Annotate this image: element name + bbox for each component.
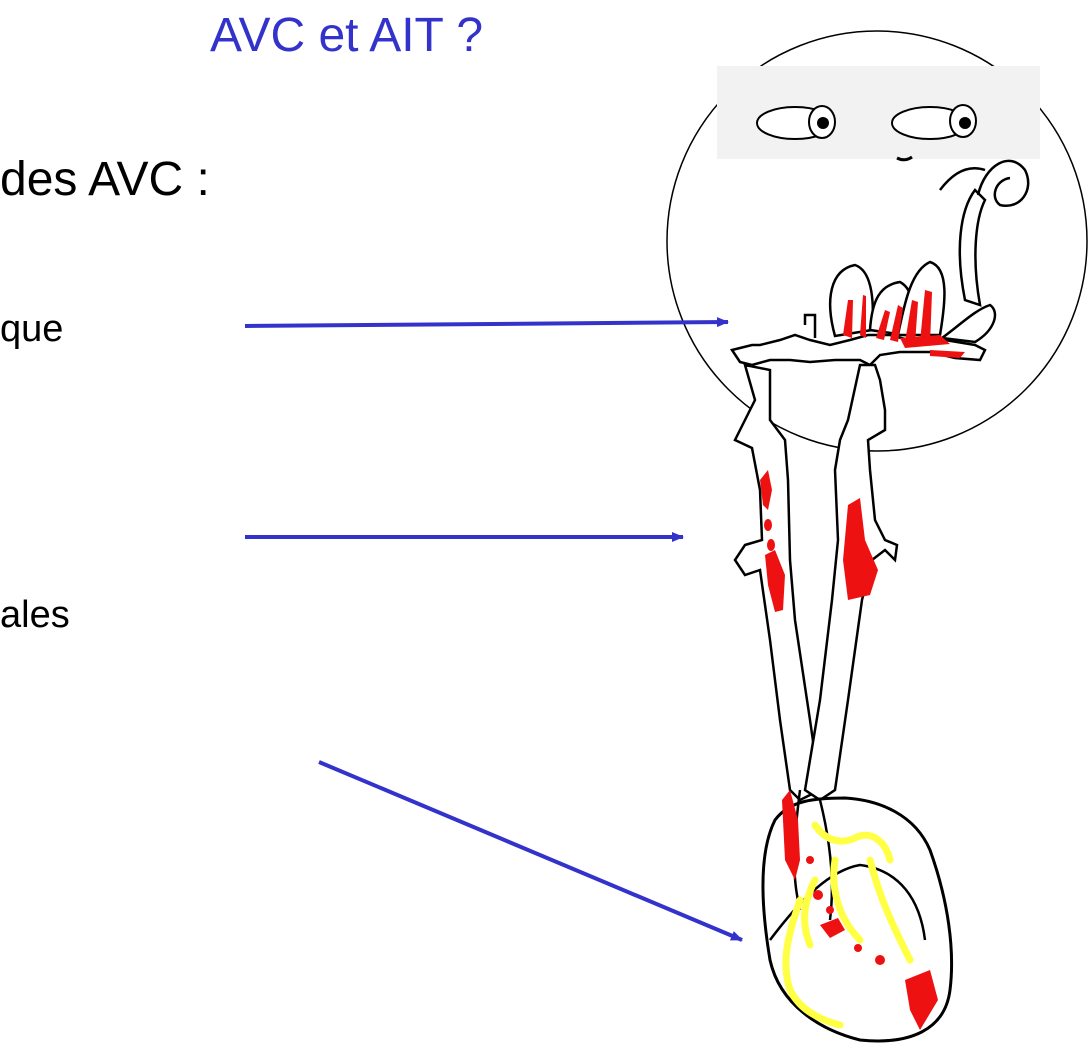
arrow-cerebral — [245, 322, 728, 326]
eyes-icon — [717, 66, 1040, 160]
arrows — [245, 322, 742, 940]
heart-icon — [763, 790, 952, 1041]
arrow-heart — [319, 762, 742, 940]
